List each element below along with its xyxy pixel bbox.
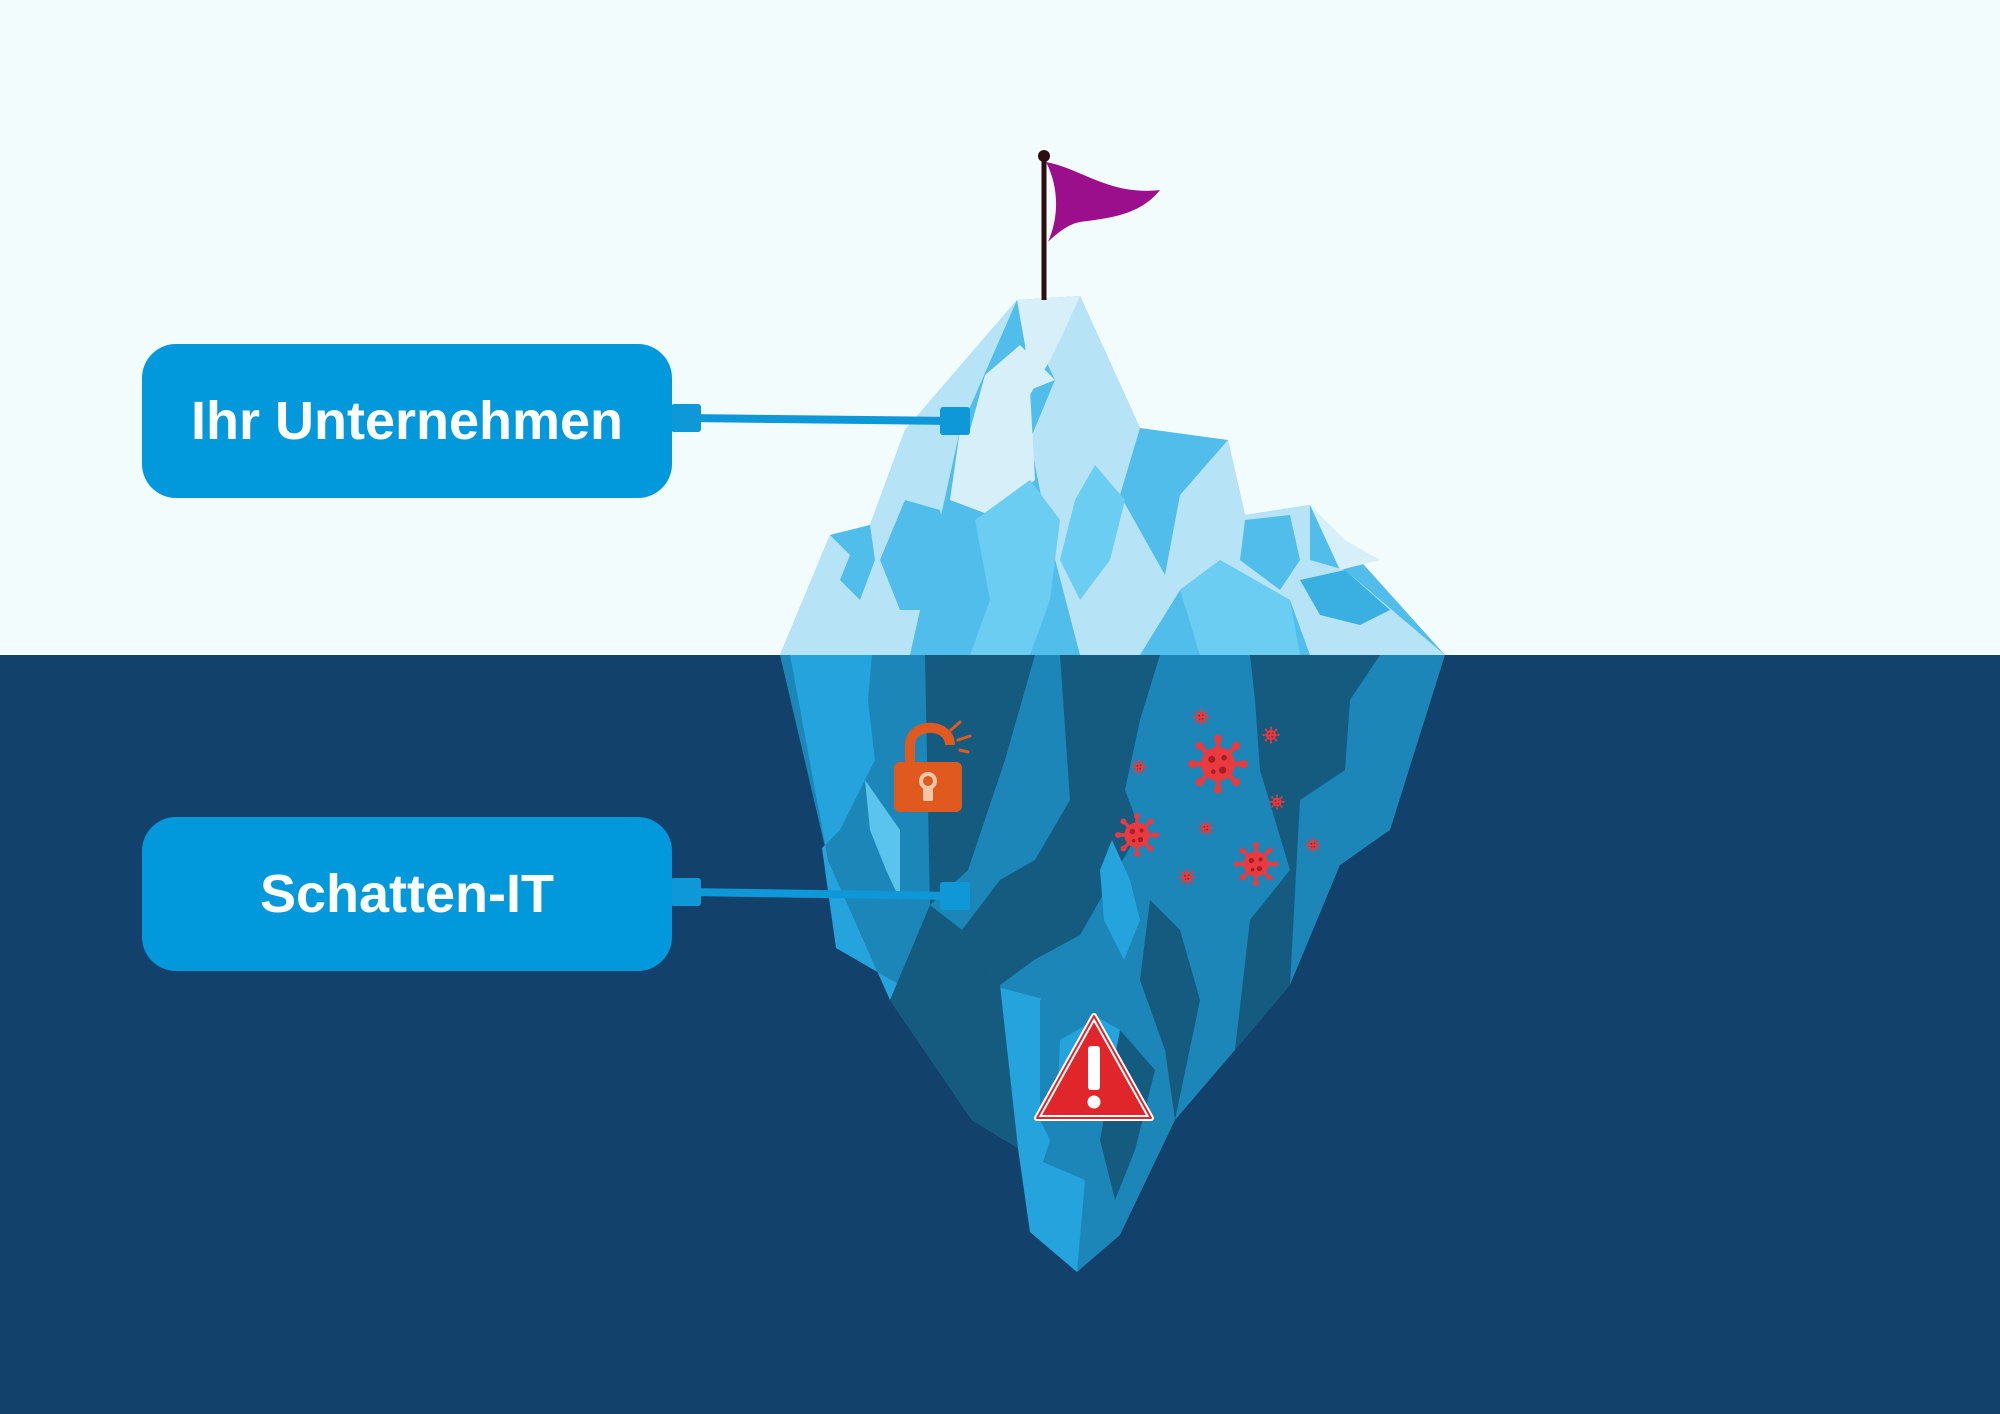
virus-icon	[1188, 734, 1247, 793]
virus-icon	[1113, 811, 1161, 859]
label-ihr-unternehmen: Ihr Unternehmen	[142, 344, 672, 498]
virus-icon	[1232, 840, 1280, 888]
virus-icon	[1197, 819, 1215, 837]
virus-icon	[1177, 867, 1197, 887]
virus-icon	[1191, 707, 1211, 727]
connector-bottom	[671, 878, 970, 910]
flag-icon	[1038, 150, 1160, 300]
iceberg-above-water	[780, 296, 1445, 655]
virus-icon	[1130, 758, 1148, 776]
virus-icon	[1261, 725, 1281, 745]
virus-icon	[1304, 836, 1322, 854]
warning-triangle-icon	[1034, 1013, 1154, 1121]
virus-icon	[1268, 793, 1286, 811]
connector-top	[671, 404, 970, 435]
label-schatten-it: Schatten-IT	[142, 817, 672, 971]
unlocked-padlock-icon	[894, 720, 972, 812]
